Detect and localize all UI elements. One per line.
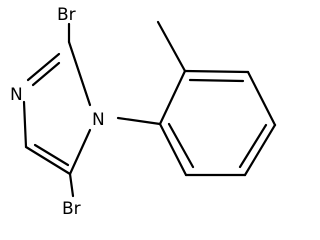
bond-ar2-methyl — [156, 20, 187, 73]
atom-br-bottom: Br — [62, 199, 81, 219]
bond-ar6-ar1 — [158, 122, 188, 177]
bond-ar4-ar5-inner — [238, 123, 268, 169]
bond-ar4-ar5 — [243, 123, 277, 177]
bond-ar1-ar2 — [158, 69, 187, 126]
bond-ar2-ar3-inner — [188, 78, 245, 83]
bond-c5-br — [68, 172, 75, 198]
bond-n3-c4 — [22, 100, 28, 149]
bond-ar3-ar4 — [246, 70, 277, 127]
bond-ar2-ar3 — [183, 69, 250, 74]
atom-n-aryl: N — [92, 110, 105, 130]
bond-c4-c5-double-outer — [24, 145, 72, 176]
bond-c2-n3-double-outer — [26, 52, 61, 82]
atom-n-ring: N — [10, 85, 23, 105]
bond-c2-n3-double-inner — [31, 61, 61, 87]
bond-c4-c5-double-inner — [33, 143, 70, 167]
bond-c5-n1 — [68, 128, 92, 176]
bond-n1-aryl — [116, 116, 162, 126]
bond-n1-c2 — [67, 40, 92, 107]
bond-ar6-ar1-inner — [167, 122, 195, 169]
structure-drawing: Br N N Br — [10, 5, 277, 219]
atom-br-top: Br — [57, 5, 76, 25]
